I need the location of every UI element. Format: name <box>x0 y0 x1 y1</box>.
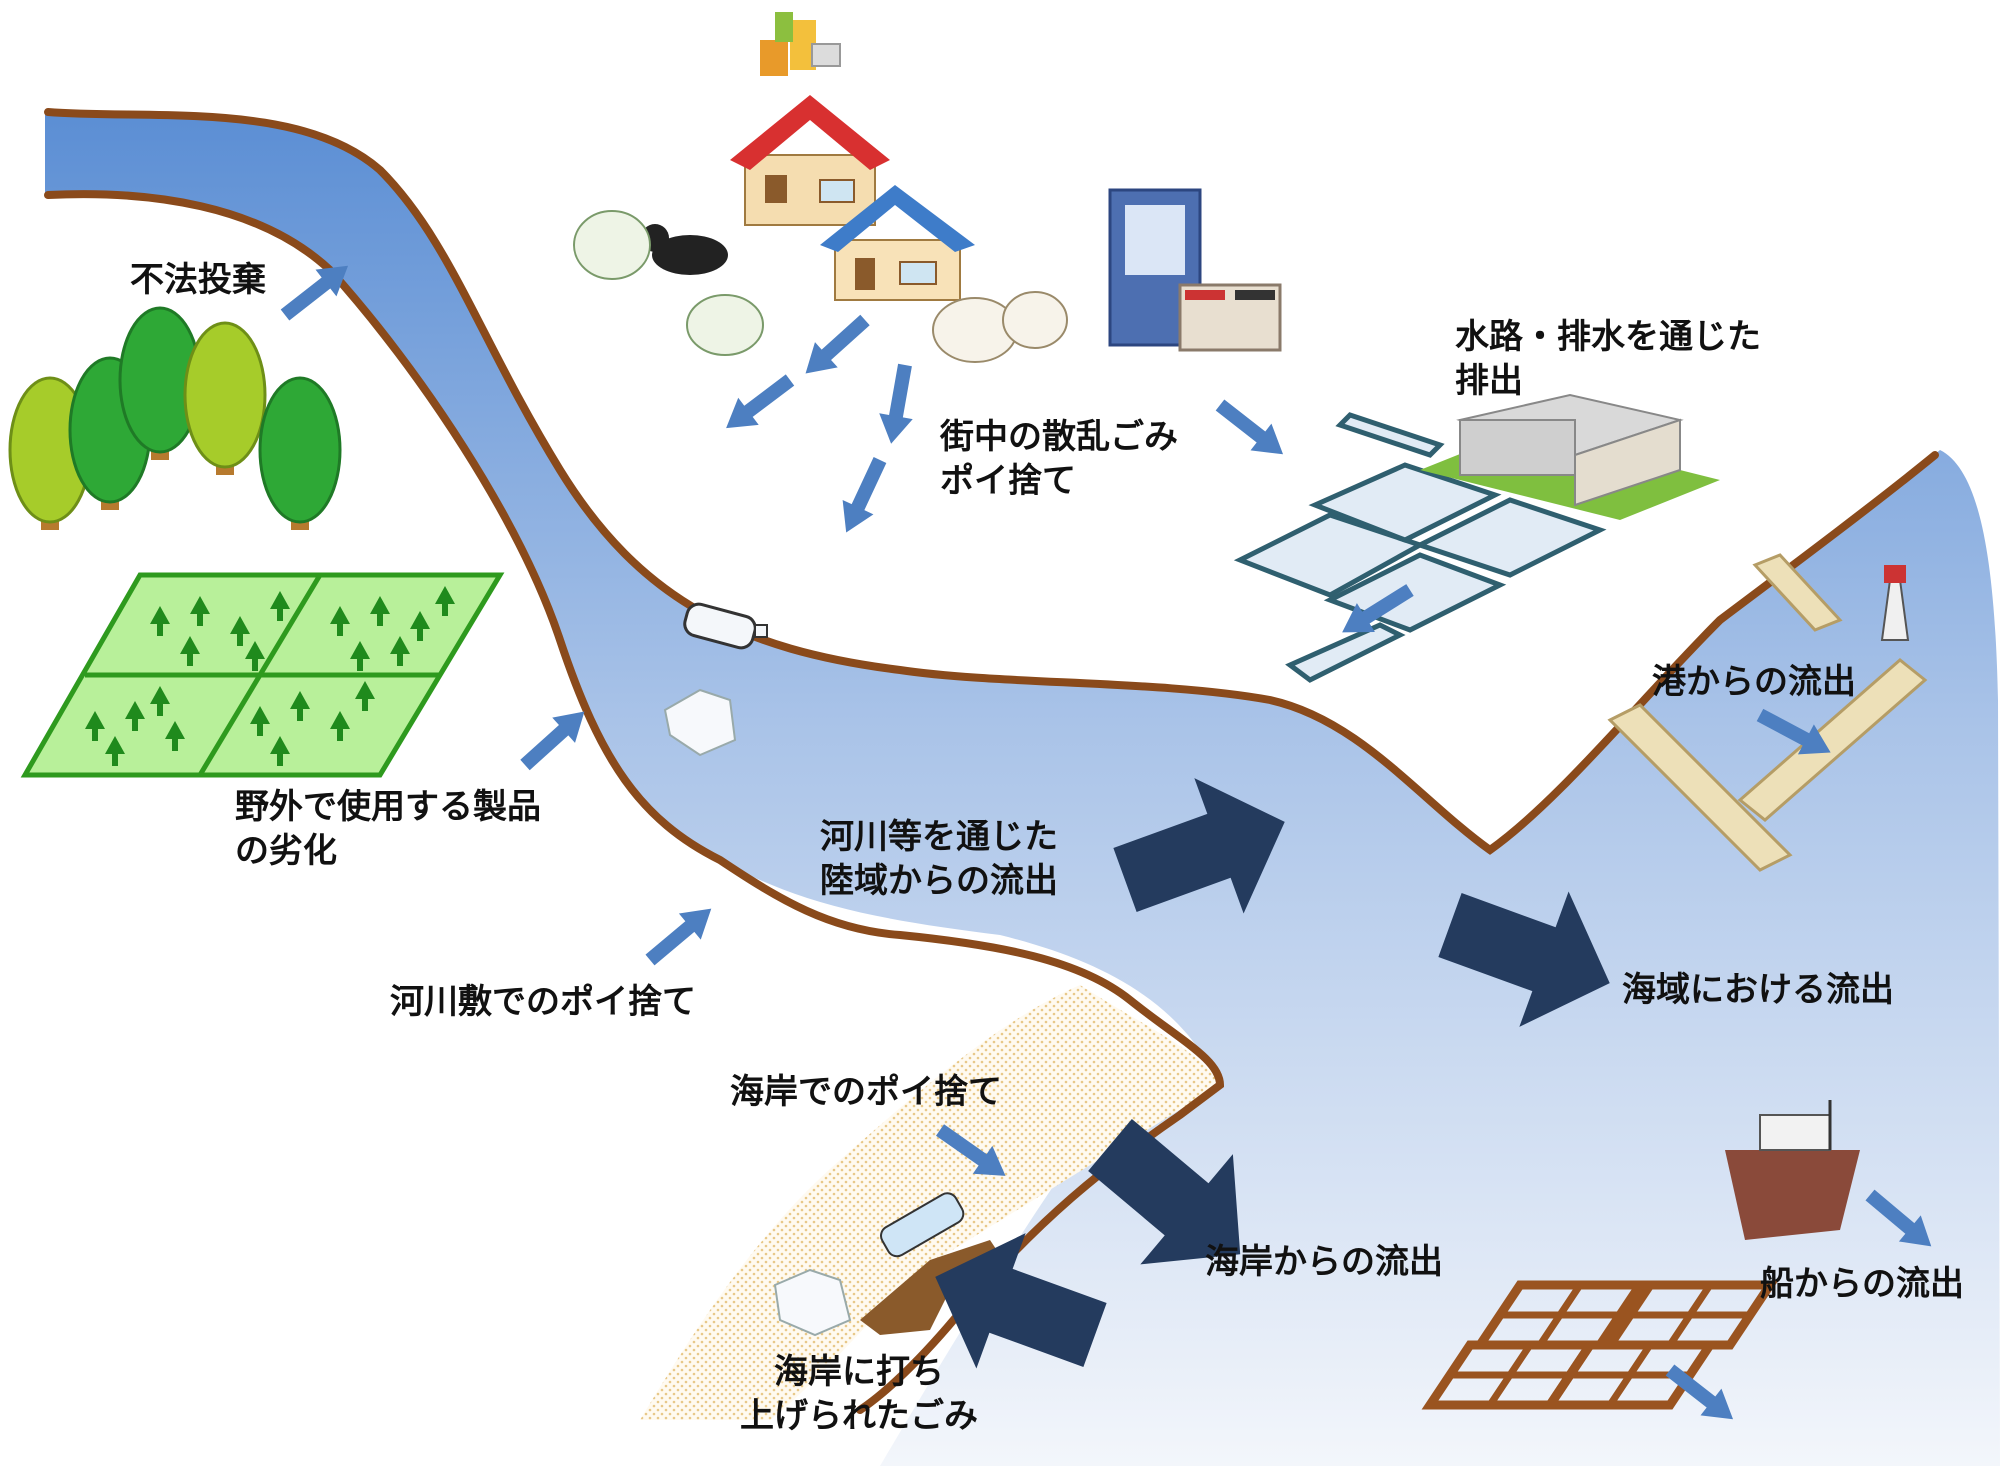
lighthouse-icon <box>1880 565 1910 641</box>
house-icon <box>730 95 975 301</box>
arrow-vending <box>1209 391 1294 468</box>
arrow-riverbed <box>639 895 723 974</box>
arrow-city-litter-3 <box>874 362 922 447</box>
trash-bag-icon <box>573 210 1068 363</box>
factory-icon <box>1420 393 1720 520</box>
plastic-bag-icon <box>773 1268 852 1337</box>
label-port-outflow: 港からの流出 <box>1652 662 1856 702</box>
plastic-bag-icon <box>663 688 737 757</box>
label-riverbed-littering: 河川敷でのポイ捨て <box>390 982 696 1022</box>
label-coast-littering: 海岸でのポイ捨て <box>730 1072 1002 1112</box>
sea-water <box>45 112 2000 1466</box>
river-bank-lower <box>44 190 1225 1414</box>
label-city-litter: 街中の散乱ごみ ポイ捨て <box>940 417 1178 501</box>
trash-pile-icon <box>760 12 841 76</box>
crop-field-icon <box>20 572 505 778</box>
pier-icon <box>1607 553 1928 872</box>
label-beached-litter: 海岸に打ち 上げられたごみ <box>740 1352 978 1436</box>
label-ship-outflow: 船からの流出 <box>1760 1264 1964 1304</box>
arrow-city-litter-1 <box>794 307 877 387</box>
plastic-bottle-icon <box>683 602 768 650</box>
arrow-city-litter-2 <box>715 366 801 442</box>
label-waterway-discharge: 水路・排水を通じた 排出 <box>1455 317 1761 401</box>
label-illegal-dumping: 不法投棄 <box>130 260 266 300</box>
plastic-bottle-icon <box>880 1192 965 1258</box>
river-bank-upper <box>44 108 1939 855</box>
vending-machine-icon <box>1108 188 1282 352</box>
drainage-grid-icon <box>1233 412 1607 683</box>
label-outdoor-products: 野外で使用する製品 の劣化 <box>235 787 541 871</box>
label-sea-outflow: 海域における流出 <box>1622 970 1894 1010</box>
tree-icon <box>8 306 342 532</box>
label-coast-outflow: 海岸からの流出 <box>1205 1242 1443 1282</box>
arrow-city-litter-4 <box>830 452 896 540</box>
boat-icon <box>1725 1100 1860 1240</box>
label-river-outflow: 河川等を通じた 陸域からの流出 <box>820 817 1058 901</box>
